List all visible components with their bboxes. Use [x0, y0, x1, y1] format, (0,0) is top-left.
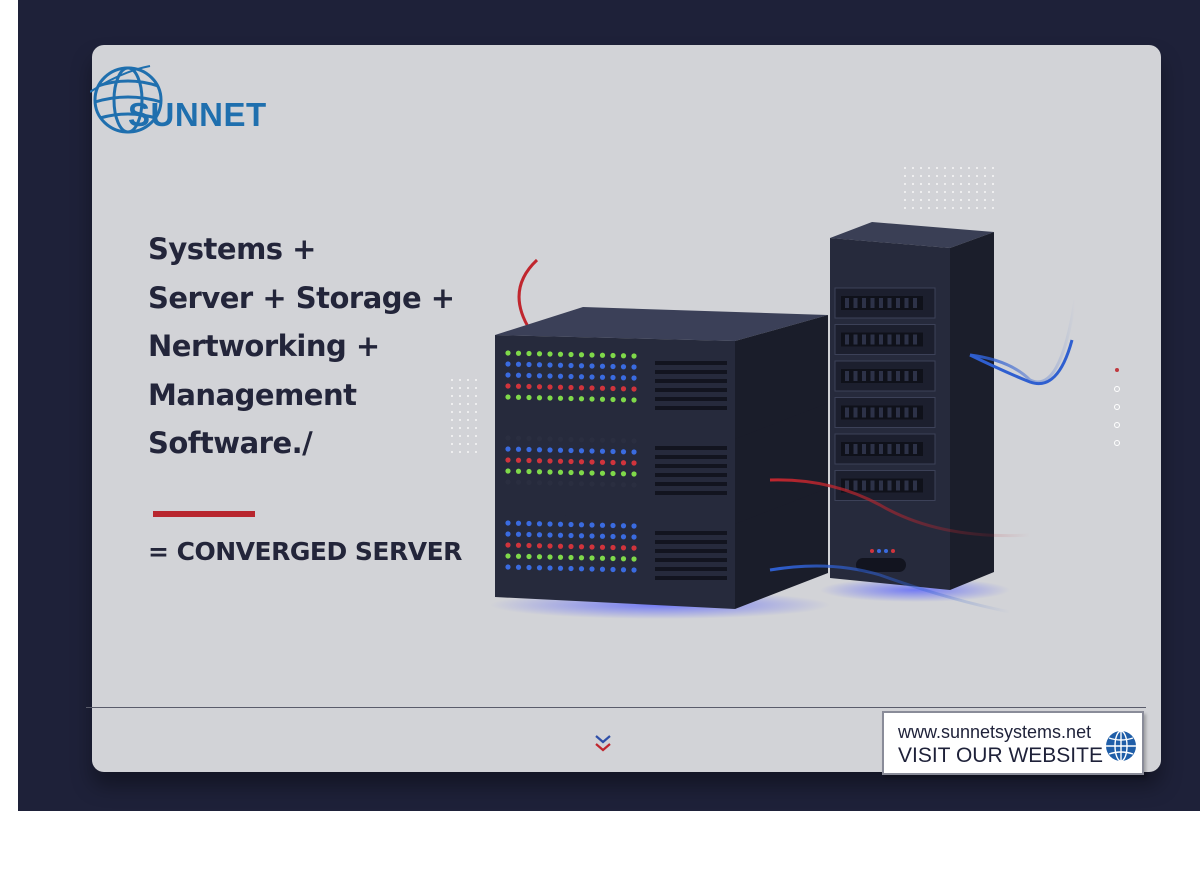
- visit-website-label: VISIT OUR WEBSITE: [898, 744, 1103, 767]
- globe-icon: [1106, 730, 1136, 762]
- headline-line: Systems +: [148, 232, 316, 266]
- pagination-dot[interactable]: [1114, 386, 1120, 392]
- dot-pattern: [451, 167, 994, 453]
- rack-servers: [495, 307, 828, 609]
- footer-divider: [86, 707, 1146, 708]
- pagination-dot[interactable]: [1114, 440, 1120, 446]
- result-text: = CONVERGED SERVER: [148, 537, 462, 566]
- headline-line: Software./: [148, 426, 313, 460]
- headline-line: Server + Storage +: [148, 280, 455, 315]
- server-illustration: [451, 167, 1077, 619]
- pagination-dot[interactable]: [1114, 422, 1120, 428]
- equals-divider-bar: [153, 511, 255, 517]
- visit-website-button[interactable]: www.sunnetsystems.net VISIT OUR WEBSITE: [882, 711, 1144, 775]
- pagination-dot[interactable]: [1115, 368, 1119, 372]
- headline-line: Management: [148, 377, 357, 412]
- pagination-dots: [1114, 368, 1122, 450]
- tower-server: [830, 222, 994, 590]
- sunnet-logo-globe-icon: [90, 65, 163, 134]
- headline-line: Nertworking +: [148, 329, 380, 363]
- headline: Systems + Server + Storage + Nertworking…: [148, 225, 455, 468]
- pagination-dot[interactable]: [1114, 404, 1120, 410]
- double-chevron-down-icon[interactable]: [594, 733, 612, 755]
- website-url: www.sunnetsystems.net: [898, 722, 1092, 742]
- brand-name: SUNNET: [128, 96, 267, 133]
